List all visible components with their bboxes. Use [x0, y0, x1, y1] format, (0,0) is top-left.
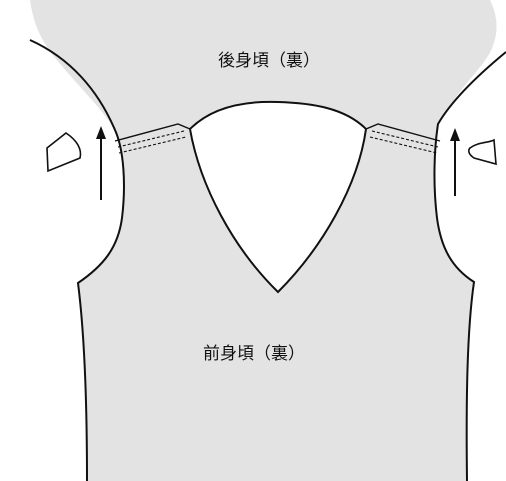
left-fabric-fold-icon — [46, 132, 82, 173]
left-shoulder-stitch — [117, 130, 187, 154]
right-armhole-outline — [433, 51, 506, 481]
right-shoulder-stitch — [369, 130, 439, 154]
left-grainline-arrow-icon — [96, 126, 106, 200]
left-shoulder-seam — [114, 123, 191, 142]
right-shoulder-seam — [365, 123, 441, 142]
neckline-opening — [188, 100, 368, 294]
front-bodice-label: 前身頃（裏） — [203, 343, 305, 364]
right-grainline-arrow-icon — [450, 128, 460, 196]
back-bodice-label: 後身頃（裏） — [218, 50, 320, 71]
right-fabric-fold-icon — [468, 138, 497, 166]
left-armhole-outline — [29, 39, 125, 481]
